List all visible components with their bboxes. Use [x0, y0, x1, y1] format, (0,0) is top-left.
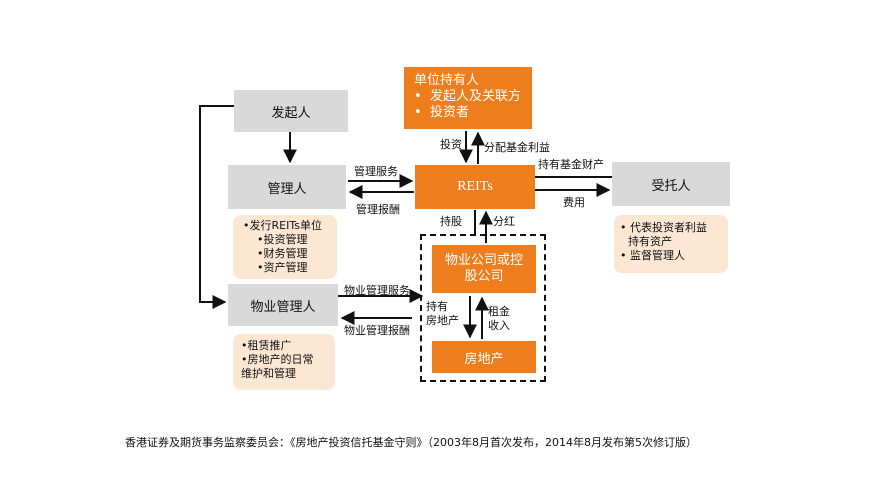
- property-manager-node: 物业管理人: [228, 284, 338, 326]
- trustee-node: 受托人: [612, 162, 730, 206]
- label-rent-income: 租金 收入: [488, 305, 510, 332]
- trustee-note-line: • 代表投资者利益: [620, 221, 707, 234]
- label-fees: 费用: [563, 196, 585, 209]
- reits-label: REITs: [457, 179, 493, 194]
- reits-node: REITs: [415, 165, 535, 209]
- property-manager-label: 物业管理人: [250, 299, 316, 315]
- property-manager-note-line: •房地产的日常: [241, 353, 314, 366]
- property-manager-note-line: •租赁推广: [241, 339, 292, 352]
- manager-node: 管理人: [228, 165, 346, 209]
- property-manager-note: •租赁推广 •房地产的日常 维护和管理: [233, 334, 335, 390]
- trustee-note: • 代表投资者利益 持有资产 • 监督管理人: [614, 215, 728, 273]
- manager-note: •发行REITs单位 •投资管理 •财务管理 •资产管理: [233, 215, 337, 279]
- unitholders-node: 单位持有人 • 发起人及关联方 • 投资者: [404, 67, 532, 129]
- label-pm-fee: 物业管理报酬: [344, 324, 410, 337]
- label-shareholding: 持股: [440, 215, 462, 228]
- property-manager-note-line: 维护和管理: [241, 367, 296, 380]
- trustee-note-line: • 监督管理人: [620, 249, 685, 262]
- manager-note-line: •资产管理: [257, 261, 308, 274]
- unitholders-item: • 投资者: [414, 105, 469, 120]
- sponsor-label: 发起人: [271, 105, 311, 121]
- sponsor-node: 发起人: [234, 90, 348, 132]
- manager-note-line: •发行REITs单位: [243, 219, 322, 232]
- label-pm-service: 物业管理服务: [344, 284, 410, 297]
- unitholders-title: 单位持有人: [414, 73, 480, 88]
- label-mgmt-service: 管理服务: [354, 165, 398, 178]
- label-hold-assets: 持有基金财产: [538, 158, 604, 171]
- label-mgmt-fee: 管理报酬: [356, 203, 400, 216]
- real-estate-node: 房地产: [432, 341, 536, 373]
- unitholders-item: • 发起人及关联方: [414, 89, 521, 104]
- label-invest: 投资: [440, 138, 462, 151]
- property-company-node: 物业公司或控股公司: [432, 245, 536, 293]
- source-caption: 香港证券及期货事务监察委员会：《房地产投资信托基金守则》（2003年8月首次发布…: [125, 436, 697, 449]
- trustee-label: 受托人: [651, 178, 691, 194]
- label-dividend: 分红: [493, 215, 515, 228]
- real-estate-label: 房地产: [464, 351, 504, 367]
- property-company-label: 物业公司或控股公司: [444, 253, 523, 284]
- trustee-note-line: 持有资产: [628, 235, 672, 248]
- property-group-border: [420, 234, 546, 382]
- manager-note-line: •财务管理: [257, 247, 308, 260]
- manager-note-line: •投资管理: [257, 233, 308, 246]
- manager-label: 管理人: [267, 181, 307, 197]
- arrow-sponsor-to-property-manager: [199, 105, 234, 309]
- label-hold-property: 持有 房地产: [426, 300, 459, 327]
- label-distribute: 分配基金利益: [484, 141, 550, 154]
